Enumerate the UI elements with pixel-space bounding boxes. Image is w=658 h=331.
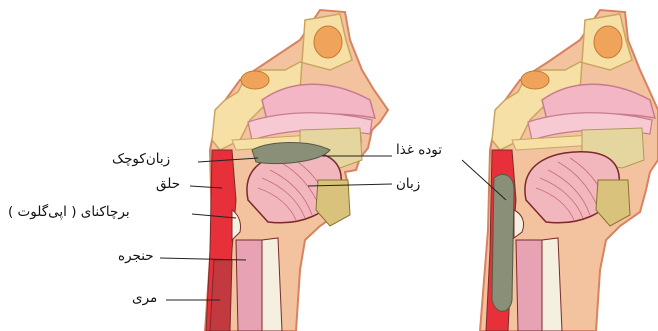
label-esophagus: مری	[132, 290, 157, 306]
label-bolus: توده غذا	[396, 142, 442, 158]
label-tongue: زبان	[396, 176, 420, 192]
food-bolus-right	[492, 174, 514, 311]
head-cross-section-right	[480, 10, 658, 331]
esophagus-left	[210, 260, 232, 331]
label-larynx: حنجره	[118, 248, 154, 264]
larynx-right	[516, 240, 542, 331]
head-cross-section-left	[205, 10, 388, 331]
larynx-left	[236, 240, 262, 331]
sinus-right-2	[521, 71, 549, 89]
label-epiglottis: برچاکنای ( اپی‌گلوت )	[8, 204, 130, 220]
sinus-left	[314, 26, 342, 58]
label-pharynx: حلق	[156, 176, 180, 192]
trachea-rings-left	[262, 238, 282, 331]
sinus-left-2	[241, 71, 269, 89]
label-uvula: زبان‌کوچک	[112, 151, 170, 167]
sinus-right	[594, 26, 622, 58]
trachea-rings-right	[542, 238, 562, 331]
